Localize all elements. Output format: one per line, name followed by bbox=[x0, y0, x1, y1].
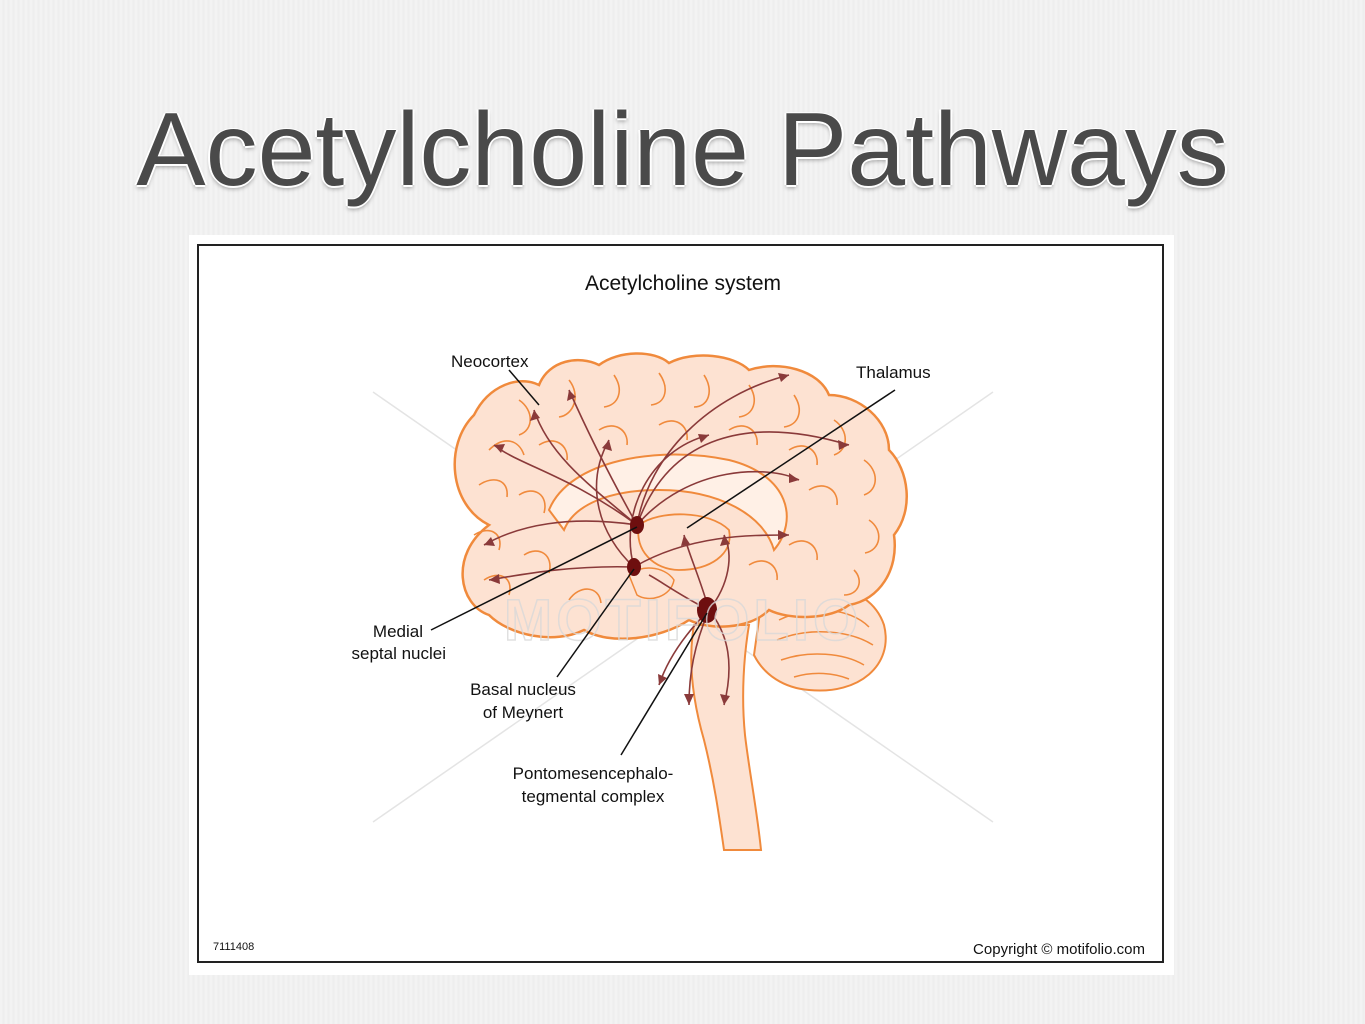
brainstem bbox=[690, 624, 763, 851]
figure-copyright: Copyright © motifolio.com bbox=[973, 941, 1145, 958]
label-thalamus: Thalamus bbox=[856, 363, 931, 382]
label-medial-line1: Medial bbox=[373, 622, 423, 641]
cerebrum bbox=[453, 352, 908, 640]
watermark-text: MOTIFOLIO bbox=[504, 588, 862, 653]
hypothalamus-shape bbox=[628, 567, 675, 600]
medial-septal-nucleus bbox=[630, 516, 644, 534]
label-ponto-line2: tegmental complex bbox=[522, 787, 665, 806]
label-basal-line2: of Meynert bbox=[483, 703, 564, 722]
figure-border bbox=[197, 244, 1164, 963]
label-ponto-line1: Pontomesencephalo- bbox=[513, 764, 674, 783]
label-neocortex: Neocortex bbox=[451, 352, 529, 371]
figure-image: Acetylcholine system bbox=[189, 235, 1174, 975]
corpus-callosum bbox=[547, 453, 788, 553]
figure-id-code: 7111408 bbox=[213, 941, 254, 953]
label-basal-line1: Basal nucleus bbox=[470, 680, 576, 699]
label-medial-line2: septal nuclei bbox=[351, 644, 446, 663]
pathway-arrowheads bbox=[484, 373, 849, 705]
figure-heading: Acetylcholine system bbox=[585, 272, 781, 295]
pontomesencephalic-nucleus bbox=[697, 597, 717, 623]
slide-title: Acetylcholine Pathways bbox=[136, 92, 1229, 208]
cholinergic-pathways bbox=[483, 374, 850, 706]
brain-diagram: Acetylcholine system bbox=[213, 272, 1145, 958]
basal-nucleus-meynert bbox=[627, 558, 641, 576]
leader-lines bbox=[430, 369, 896, 756]
